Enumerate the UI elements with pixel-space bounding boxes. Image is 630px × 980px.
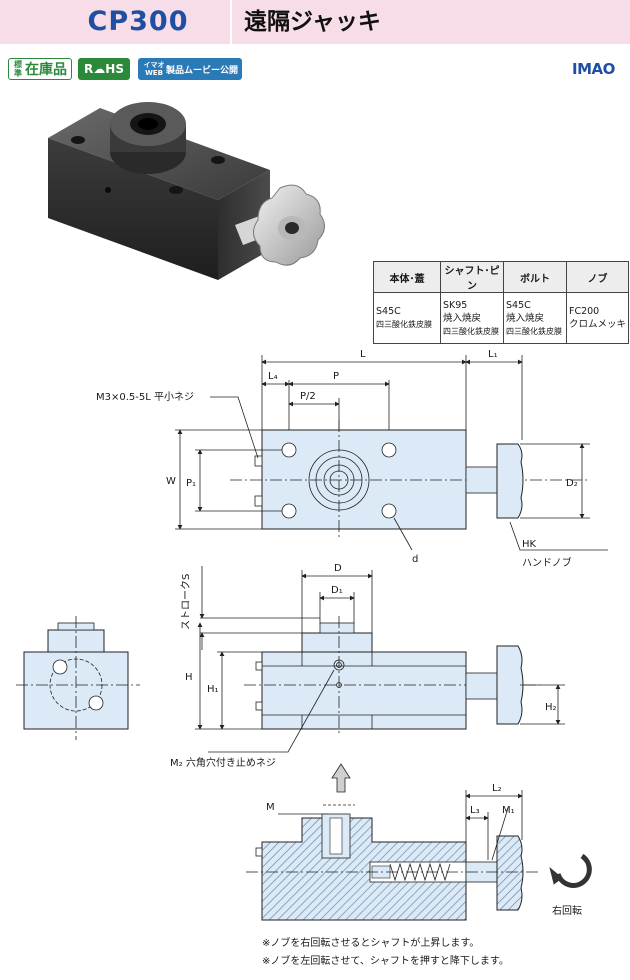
- dim-W: W: [166, 476, 176, 487]
- label-handknob: ハンドノブ: [522, 556, 572, 569]
- dim-P-half: P/2: [300, 391, 316, 402]
- spec-header-bolt: ボルト: [503, 261, 567, 293]
- dim-L4: L₄: [268, 371, 278, 382]
- dim-D: D: [334, 563, 342, 574]
- label-HK: HK: [522, 539, 537, 550]
- rohs-badge: R☁HS: [78, 58, 130, 80]
- dim-P: P: [333, 371, 339, 382]
- dim-L1: L₁: [488, 349, 498, 360]
- label-rotate-right: 右回転: [552, 904, 582, 917]
- material-spec-table: 本体･蓋 シャフト･ピン ボルト ノブ S45C 四三酸化鉄皮膜 SK95 焼入…: [373, 261, 630, 344]
- model-code: CP300: [87, 6, 189, 37]
- web-badge-small: イマオWEB: [143, 61, 165, 77]
- web-movie-badge[interactable]: イマオWEB 製品ムービー公開: [138, 58, 242, 80]
- technical-drawing: L L₁ L₄ P P/2 M3×0.5-5L 平小ネジ W P₁ D₂ d H…: [16, 349, 608, 921]
- stock-badge: 標準 在庫品: [8, 58, 72, 80]
- dim-P1: P₁: [186, 478, 196, 489]
- label-stroke-s: ストロークS: [180, 574, 192, 630]
- spec-cell-shaft: SK95 焼入焼戻 四三酸化鉄皮膜: [440, 292, 504, 344]
- title-divider: [230, 0, 232, 44]
- dim-D1: D₁: [331, 585, 343, 596]
- imao-logo: IMAO: [572, 60, 615, 78]
- dim-M: M: [266, 802, 275, 813]
- note-raise: ※ノブを右回転させるとシャフトが上昇します。: [262, 938, 480, 949]
- stock-badge-text: 在庫品: [25, 62, 67, 78]
- dim-L3: L₃: [470, 805, 480, 816]
- spec-cell-knob: FC200 クロムメッキ: [565, 292, 630, 344]
- spec-header-knob: ノブ: [565, 261, 630, 293]
- product-title: 遠隔ジャッキ: [244, 9, 381, 35]
- dim-H1: H₁: [207, 684, 219, 695]
- dim-d: d: [412, 554, 418, 565]
- note-lower: ※ノブを左回転させて、シャフトを押すと降下します。: [262, 956, 509, 967]
- dim-D2: D₂: [566, 478, 578, 489]
- title-bar: CP300 遠隔ジャッキ: [0, 0, 630, 44]
- front-view-body: [261, 651, 467, 730]
- product-photo: [48, 102, 325, 280]
- dim-H2: H₂: [545, 702, 557, 713]
- label-m3-screw: M3×0.5-5L 平小ネジ: [96, 391, 194, 403]
- web-badge-text: 製品ムービー公開: [165, 65, 238, 76]
- label-m2-screw: M₂ 六角穴付き止めネジ: [170, 756, 276, 769]
- spec-header-shaft: シャフト･ピン: [440, 261, 504, 293]
- section-view-body: [261, 817, 467, 921]
- dim-L2: L₂: [492, 783, 502, 794]
- spec-header-body: 本体･蓋: [373, 261, 441, 293]
- dim-M1: M₁: [502, 805, 515, 816]
- dim-L: L: [360, 349, 366, 360]
- spec-cell-body: S45C 四三酸化鉄皮膜: [373, 292, 441, 344]
- dim-H: H: [185, 672, 193, 683]
- stock-badge-small: 標準: [14, 60, 22, 78]
- spec-cell-bolt: S45C 焼入焼戻 四三酸化鉄皮膜: [503, 292, 567, 344]
